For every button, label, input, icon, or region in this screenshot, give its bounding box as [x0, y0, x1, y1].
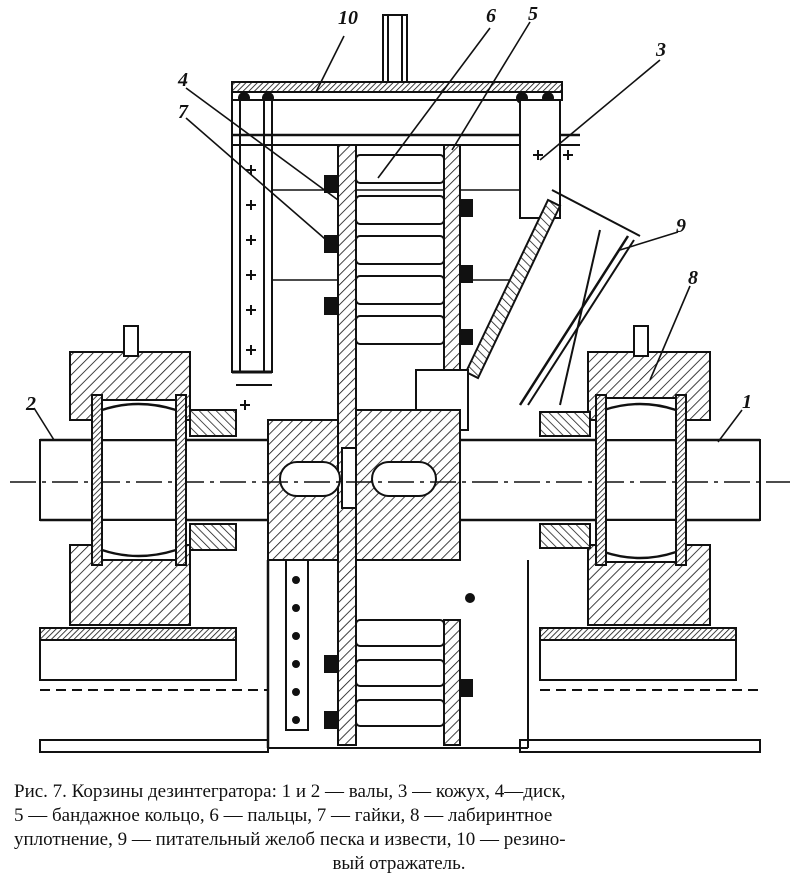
figure-caption: Рис. 7. Корзины дезинтегратора: 1 и 2 — …	[14, 780, 784, 876]
label-1: 1	[742, 391, 752, 413]
label-10: 10	[338, 7, 358, 29]
feed-nozzle	[376, 14, 414, 87]
label-8: 8	[688, 267, 698, 289]
lower-housing-bolts	[292, 576, 475, 724]
label-6: 6	[486, 5, 496, 27]
label-9: 9	[676, 215, 686, 237]
caption-line-4: вый отражатель.	[332, 853, 466, 874]
shaft-right	[459, 438, 761, 522]
label-4: 4	[177, 69, 188, 91]
label-3: 3	[655, 39, 666, 61]
disintegrator-drawing: 10 6 5 3 4 7 9 8 2 1	[10, 3, 790, 753]
base-frames	[39, 559, 761, 753]
hub	[267, 409, 461, 561]
caption-line-2: 5 — бандажное кольцо, 6 — пальцы, 7 — га…	[14, 805, 553, 826]
housing-plus-marks	[240, 150, 573, 410]
caption-line-1: Рис. 7. Корзины дезинтегратора: 1 и 2 — …	[14, 781, 566, 802]
callout-labels: 10 6 5 3 4 7 9 8 2 1	[25, 3, 752, 415]
disc	[337, 144, 461, 746]
rubber-reflector	[231, 81, 563, 104]
left-bearing	[69, 325, 237, 626]
right-bearing	[539, 325, 711, 626]
label-5: 5	[528, 3, 538, 25]
upper-housing	[231, 99, 580, 386]
leader-lines	[33, 21, 743, 443]
nuts	[324, 175, 473, 729]
pins	[355, 154, 445, 727]
label-7: 7	[178, 101, 189, 123]
shaft-left	[39, 438, 269, 522]
caption-line-3: уплотнение, 9 — питательный желоб песка …	[14, 829, 566, 850]
label-2: 2	[25, 393, 36, 415]
